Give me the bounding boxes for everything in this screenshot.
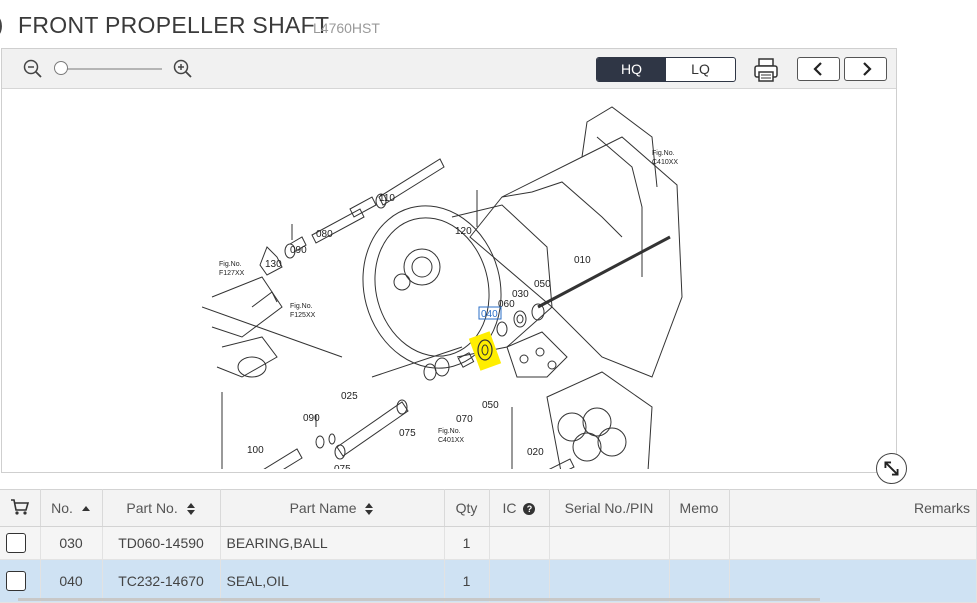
- row-no: 040: [40, 559, 103, 603]
- svg-text:075: 075: [399, 428, 416, 439]
- row-checkbox[interactable]: [6, 533, 26, 553]
- qty-column-header: Qty: [444, 489, 490, 527]
- row-qty: 1: [444, 559, 490, 603]
- table-row[interactable]: 030 TD060-14590 BEARING,BALL 1: [0, 526, 977, 560]
- row-qty: 1: [444, 526, 490, 560]
- svg-text:Fig.No.: Fig.No.: [652, 150, 675, 157]
- svg-text:025: 025: [341, 391, 358, 402]
- svg-text:050: 050: [534, 279, 551, 290]
- row-ic: [489, 559, 550, 603]
- cart-icon[interactable]: [10, 498, 30, 516]
- svg-text:070: 070: [456, 414, 473, 425]
- sort-icon: [365, 503, 374, 516]
- table-header-row: No. Part No. Part Name Qty: [0, 489, 977, 527]
- svg-text:020: 020: [527, 447, 544, 458]
- callout-040[interactable]: 040: [478, 306, 502, 320]
- row-checkbox[interactable]: [6, 571, 26, 591]
- svg-text:Fig.No.: Fig.No.: [438, 428, 461, 435]
- memo-column-header: Memo: [669, 489, 730, 527]
- row-serial: [549, 526, 670, 560]
- print-icon[interactable]: [752, 56, 780, 84]
- ic-header-label: IC: [502, 500, 517, 516]
- chevron-right-icon: [863, 62, 872, 76]
- part-no-header-label: Part No.: [126, 499, 178, 516]
- row-serial: [549, 559, 670, 603]
- zoom-slider-handle[interactable]: [54, 61, 68, 75]
- lq-button[interactable]: LQ: [691, 61, 710, 77]
- serial-column-header: Serial No./PIN: [549, 489, 670, 527]
- svg-text:050: 050: [482, 400, 499, 411]
- cart-column-header: [0, 489, 41, 527]
- svg-text:F125XX: F125XX: [290, 312, 316, 319]
- highlight-040[interactable]: [468, 331, 502, 371]
- table-row-selected[interactable]: 040 TC232-14670 SEAL,OIL 1: [0, 559, 977, 603]
- svg-text:090: 090: [303, 413, 320, 424]
- help-icon[interactable]: ?: [523, 503, 536, 516]
- row-memo: [669, 559, 730, 603]
- svg-text:075: 075: [334, 464, 351, 469]
- row-part-no: TD060-14590: [102, 526, 221, 560]
- row-part-no: TC232-14670: [102, 559, 221, 603]
- title-paren: ): [0, 12, 3, 38]
- zoom-slider-track[interactable]: [60, 68, 162, 70]
- horizontal-scrollbar[interactable]: [18, 598, 820, 601]
- model-name: L4760HST: [313, 20, 380, 36]
- zoom-in-icon[interactable]: [173, 59, 193, 79]
- svg-text:010: 010: [574, 255, 591, 266]
- svg-text:030: 030: [512, 289, 529, 300]
- viewer-toolbar: HQ LQ: [2, 49, 896, 89]
- svg-text:110: 110: [379, 193, 395, 204]
- svg-text:C410XX: C410XX: [652, 159, 678, 166]
- svg-text:100: 100: [247, 445, 264, 456]
- part-no-column-header[interactable]: Part No.: [102, 489, 221, 527]
- parts-table: No. Part No. Part Name Qty: [0, 489, 977, 603]
- row-select-cell: [0, 526, 41, 560]
- row-ic: [489, 526, 550, 560]
- row-select-cell: [0, 559, 41, 603]
- svg-text:040: 040: [481, 309, 498, 320]
- svg-text:F127XX: F127XX: [219, 270, 245, 277]
- sort-asc-icon: [81, 506, 90, 512]
- svg-text:080: 080: [316, 229, 333, 240]
- svg-text:Fig.No.: Fig.No.: [219, 261, 242, 268]
- svg-text:060: 060: [498, 299, 515, 310]
- hq-button[interactable]: HQ: [597, 58, 666, 81]
- svg-text:130: 130: [265, 259, 282, 270]
- row-part-name: BEARING,BALL: [220, 526, 445, 560]
- svg-text:C401XX: C401XX: [438, 437, 464, 444]
- svg-text:120: 120: [455, 226, 472, 237]
- remarks-column-header: Remarks: [729, 489, 977, 527]
- next-button[interactable]: [844, 57, 887, 81]
- sort-icon: [186, 503, 195, 516]
- expand-icon[interactable]: [876, 453, 907, 484]
- part-name-column-header[interactable]: Part Name: [220, 489, 445, 527]
- row-remarks: [729, 526, 977, 560]
- exploded-parts-diagram: 110 120 080 090 130 010 050 030 060 025 …: [202, 106, 683, 469]
- svg-text:Fig.No.: Fig.No.: [290, 303, 313, 310]
- zoom-out-icon[interactable]: [23, 59, 43, 79]
- no-header-label: No.: [51, 500, 73, 516]
- previous-button[interactable]: [797, 57, 840, 81]
- part-name-header-label: Part Name: [289, 499, 357, 516]
- ic-column-header: IC ?: [489, 489, 550, 527]
- quality-toggle: HQ LQ: [596, 57, 736, 82]
- svg-text:090: 090: [290, 245, 307, 256]
- no-column-header[interactable]: No.: [40, 489, 103, 527]
- page-header: ) FRONT PROPELLER SHAFT L4760HST: [0, 0, 977, 46]
- page-title: FRONT PROPELLER SHAFT: [18, 12, 330, 38]
- row-memo: [669, 526, 730, 560]
- chevron-left-icon: [813, 62, 822, 76]
- row-part-name: SEAL,OIL: [220, 559, 445, 603]
- row-remarks: [729, 559, 977, 603]
- row-no: 030: [40, 526, 103, 560]
- diagram-viewer: HQ LQ: [1, 48, 897, 473]
